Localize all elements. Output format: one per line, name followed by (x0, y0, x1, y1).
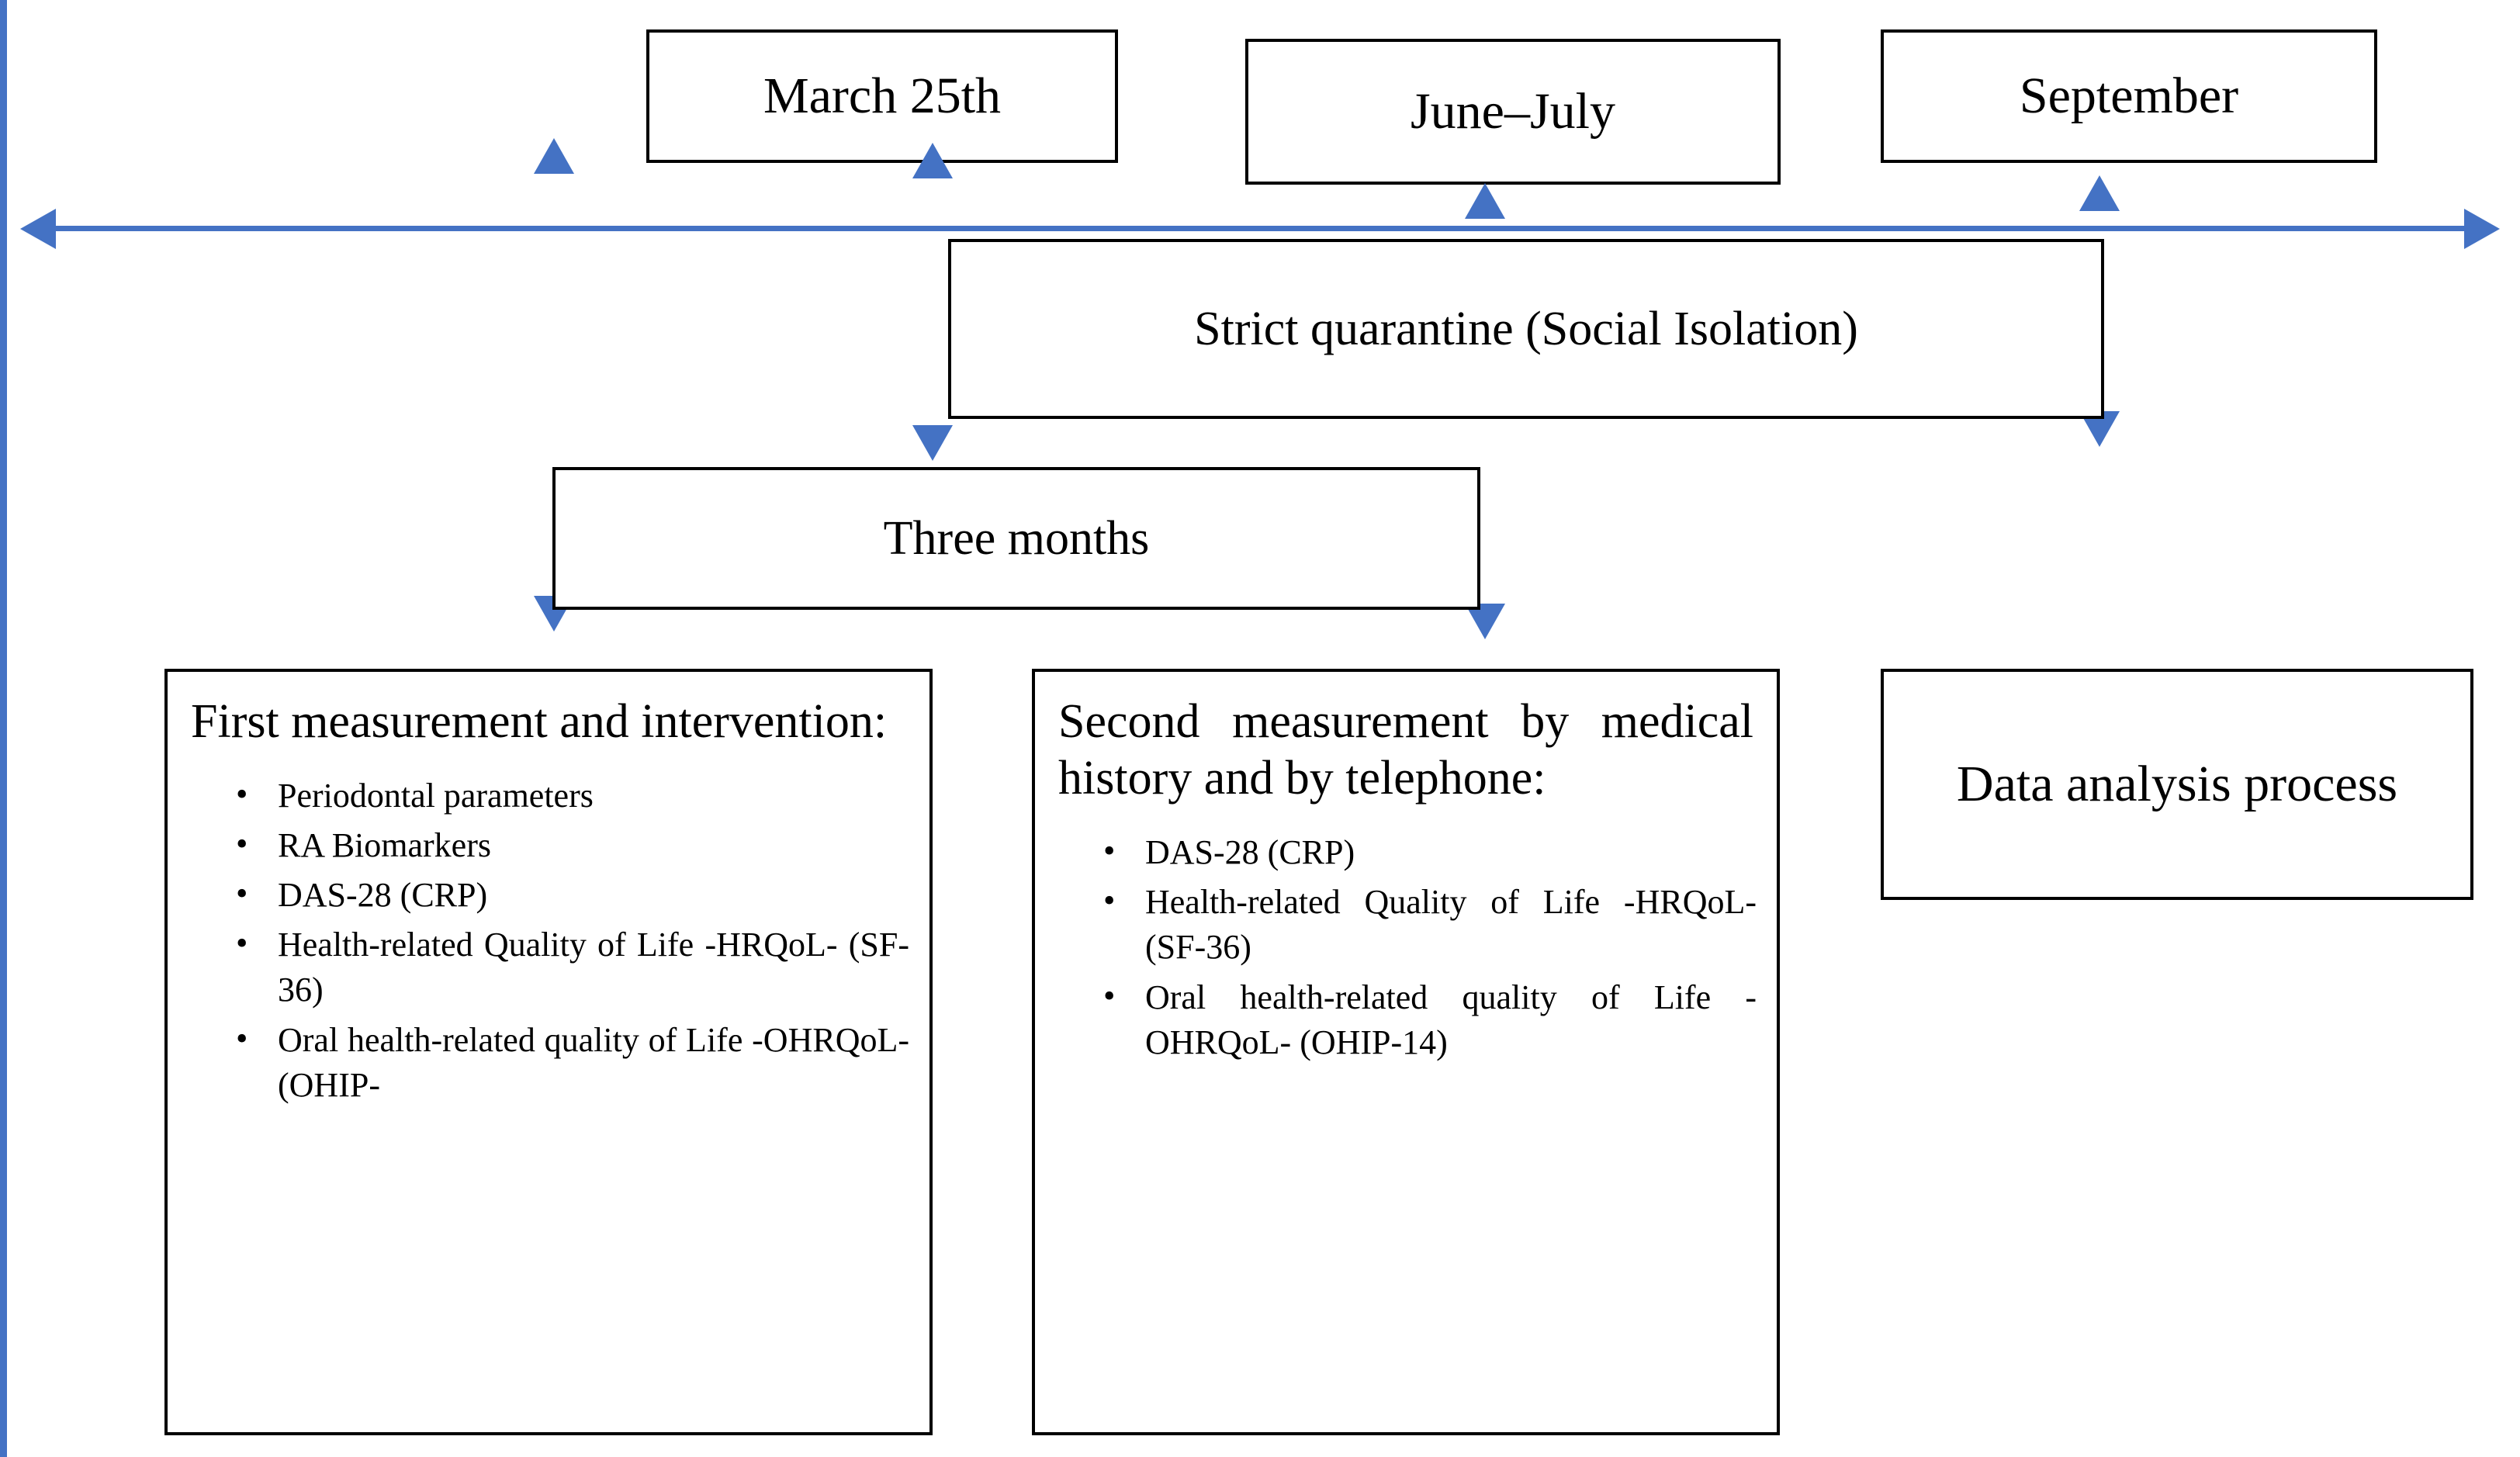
list-item: RA Biomarkers (188, 822, 909, 868)
connector-june-july-arrow-up-icon (1465, 183, 1505, 219)
list-item: DAS-28 (CRP) (1055, 829, 1757, 875)
connector-left-arrow-up-icon (534, 138, 574, 174)
panel-second-measurement-title: Second measurement by medical history an… (1058, 695, 1753, 805)
timeline-date-box-march: March 25th (646, 29, 1118, 163)
connector-september-vertical (0, 1362, 7, 1457)
list-item: DAS-28 (CRP) (188, 871, 909, 918)
list-item: Oral health-related quality of Life -OHR… (1055, 974, 1757, 1065)
timeline-span-label-three-months: Three months (883, 511, 1150, 565)
connector-march-vertical (0, 0, 7, 438)
timeline-span-box-three-months: Three months (552, 467, 1480, 610)
timeline-axis-arrow-left-icon (20, 209, 56, 249)
connector-march-arrow-up-icon (912, 143, 953, 178)
list-item: Periodontal parameters (188, 772, 909, 818)
panel-second-measurement-list: DAS-28 (CRP) Health-related Quality of L… (1055, 829, 1757, 1065)
timeline-axis-arrow-right-icon (2464, 209, 2500, 249)
panel-first-measurement-title: First measurement and intervention: (191, 695, 888, 748)
list-item: Oral health-related quality of Life -OHR… (188, 1016, 909, 1108)
connector-september-arrow-up-icon (2079, 175, 2120, 211)
timeline-main-axis (54, 226, 2467, 231)
timeline-date-label-march: March 25th (763, 67, 1002, 124)
panel-first-measurement: First measurement and intervention: Peri… (164, 669, 933, 1435)
connector-left-vertical (0, 438, 7, 922)
panel-first-measurement-list: Periodontal parameters RA Biomarkers DAS… (188, 772, 909, 1108)
timeline-date-label-june-july: June–July (1411, 82, 1615, 140)
timeline-date-box-september: September (1881, 29, 2377, 163)
list-item: Health-related Quality of Life -HRQoL- (… (1055, 878, 1757, 970)
connector-march-arrow-down-icon (912, 425, 953, 461)
list-item: Health-related Quality of Life -HRQoL- (… (188, 921, 909, 1012)
connector-june-july-vertical (0, 922, 7, 1362)
panel-second-measurement: Second measurement by medical history an… (1032, 669, 1780, 1435)
timeline-span-label-quarantine: Strict quarantine (Social Isolation) (1194, 302, 1858, 355)
panel-data-analysis-title: Data analysis process (1956, 756, 2398, 813)
panel-data-analysis: Data analysis process (1881, 669, 2473, 900)
timeline-span-box-quarantine: Strict quarantine (Social Isolation) (948, 239, 2104, 419)
timeline-date-box-june-july: June–July (1245, 39, 1781, 185)
timeline-date-label-september: September (2019, 67, 2239, 124)
